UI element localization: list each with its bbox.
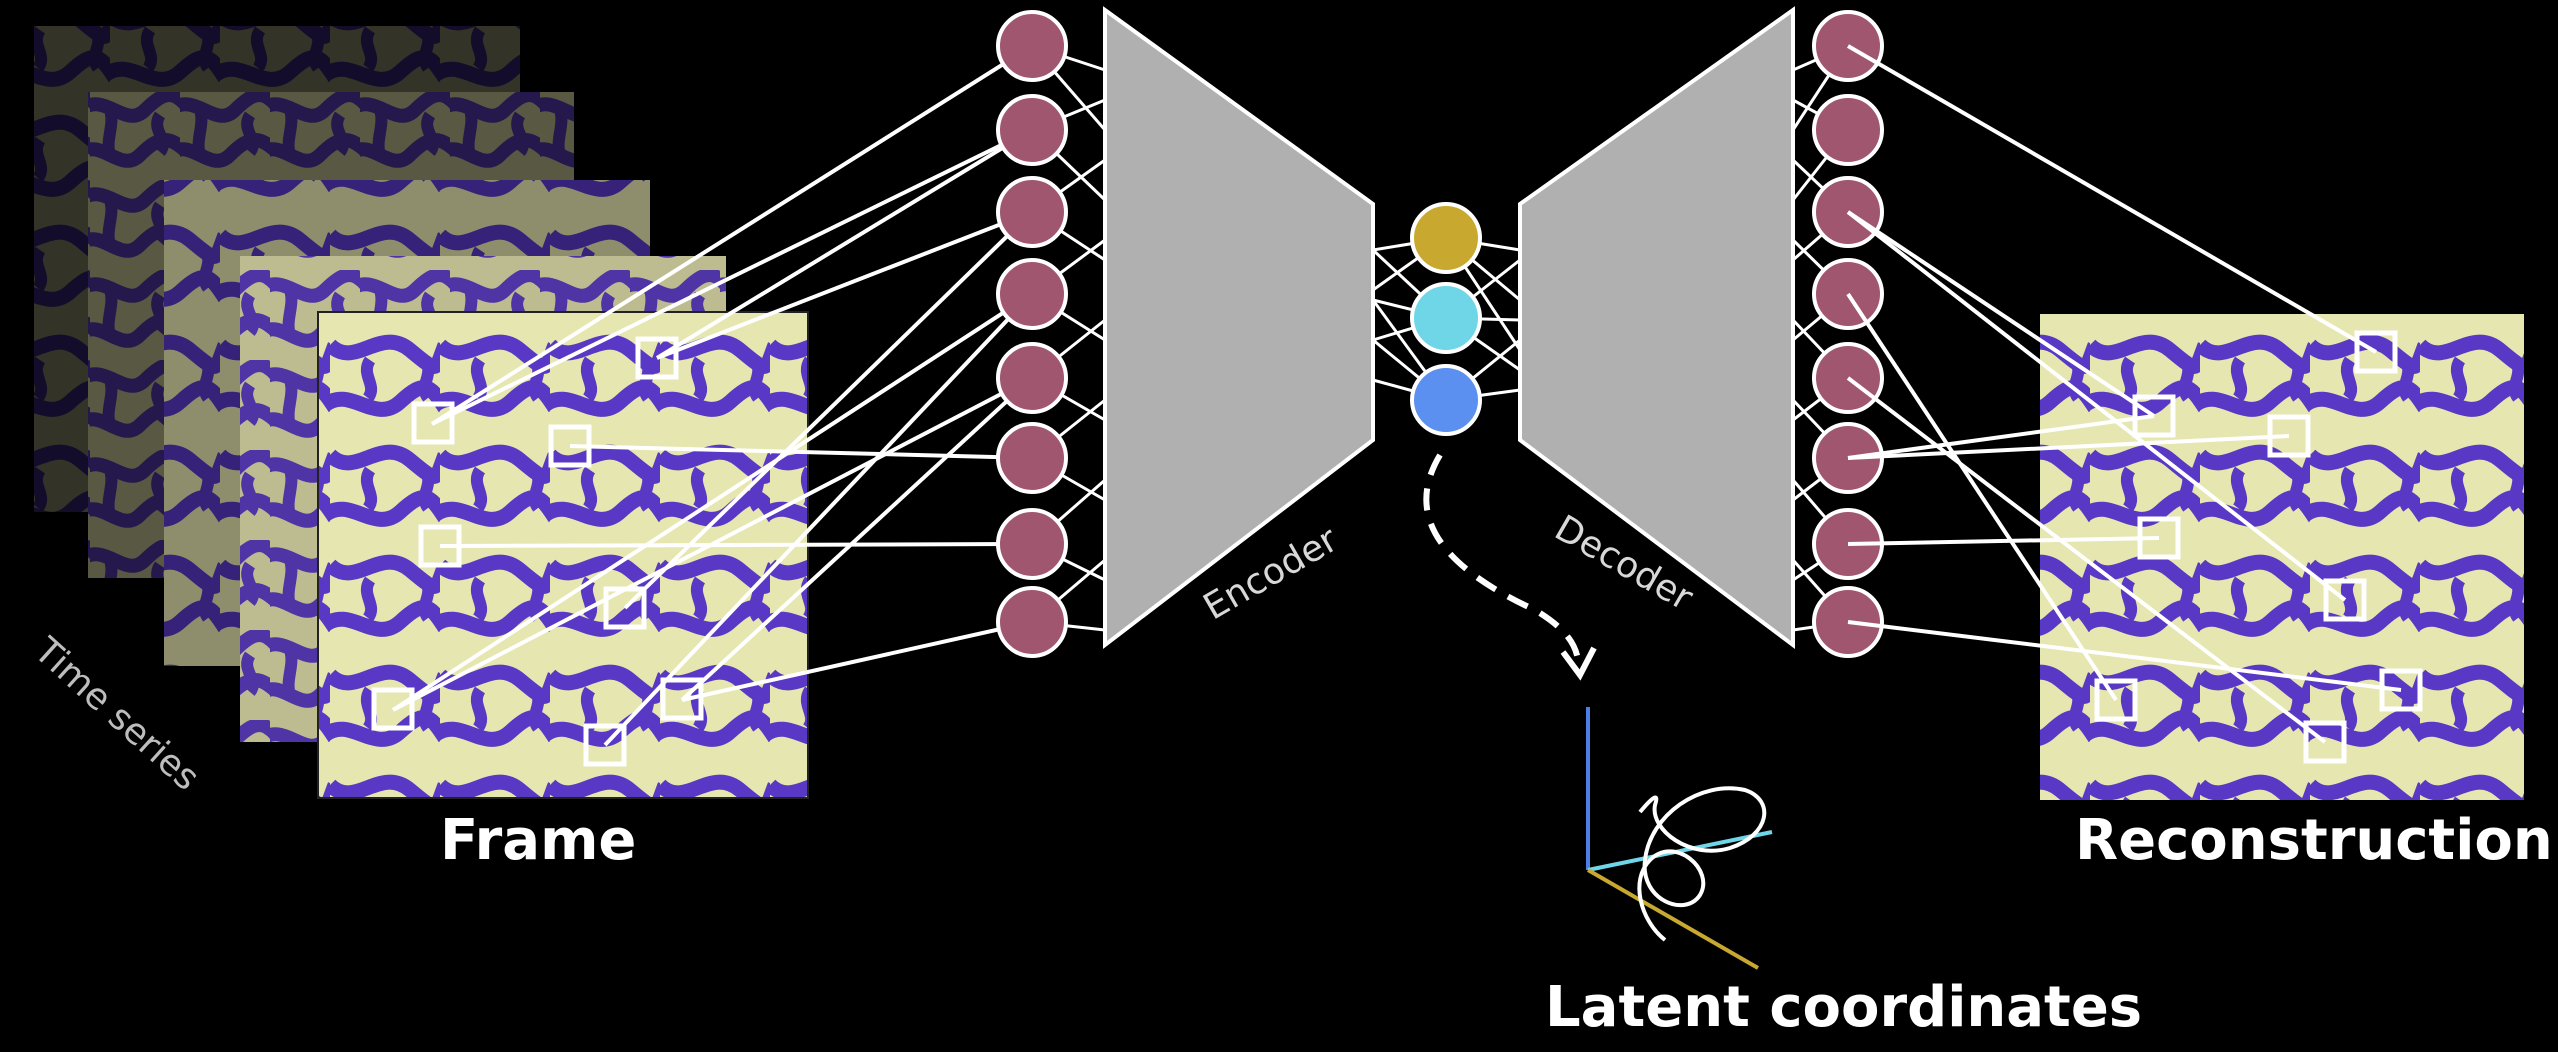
- encoder-node: [996, 10, 1068, 82]
- encoder-node: [996, 94, 1068, 166]
- frame-input: [317, 311, 809, 799]
- latent-node-3: [1410, 364, 1482, 436]
- input-patches: [371, 336, 704, 767]
- latent-node-2: [1410, 282, 1482, 354]
- encoder-node: [996, 258, 1068, 330]
- axis-cyan: [1587, 830, 1773, 872]
- output-connections: [1846, 44, 2402, 744]
- encoder-node: [996, 422, 1068, 494]
- encoder-node: [996, 508, 1068, 580]
- encoder-node: [996, 176, 1068, 248]
- latent-nodes: [1410, 202, 1482, 436]
- decoder-output-nodes: [1812, 10, 1884, 658]
- reconstruction-label: Reconstruction: [2075, 808, 2553, 873]
- frame-label: Frame: [440, 808, 637, 873]
- latent-coordinates-plot: [1586, 707, 1773, 970]
- input-connections: [391, 44, 1034, 747]
- axis-yellow: [1587, 868, 1759, 970]
- decoder-block: [1518, 6, 1795, 650]
- latent-coordinates-label: Latent coordinates: [1545, 975, 2143, 1040]
- latent-arrow: [1423, 453, 1597, 681]
- latent-node-1: [1410, 202, 1482, 274]
- encoder-input-nodes: [996, 10, 1068, 658]
- encoder-node: [996, 586, 1068, 658]
- encoder-block: [1103, 6, 1375, 650]
- latent-trajectory: [1637, 786, 1767, 942]
- decoder-node: [1812, 94, 1884, 166]
- encoder-node: [996, 342, 1068, 414]
- output-patches: [2094, 330, 2423, 764]
